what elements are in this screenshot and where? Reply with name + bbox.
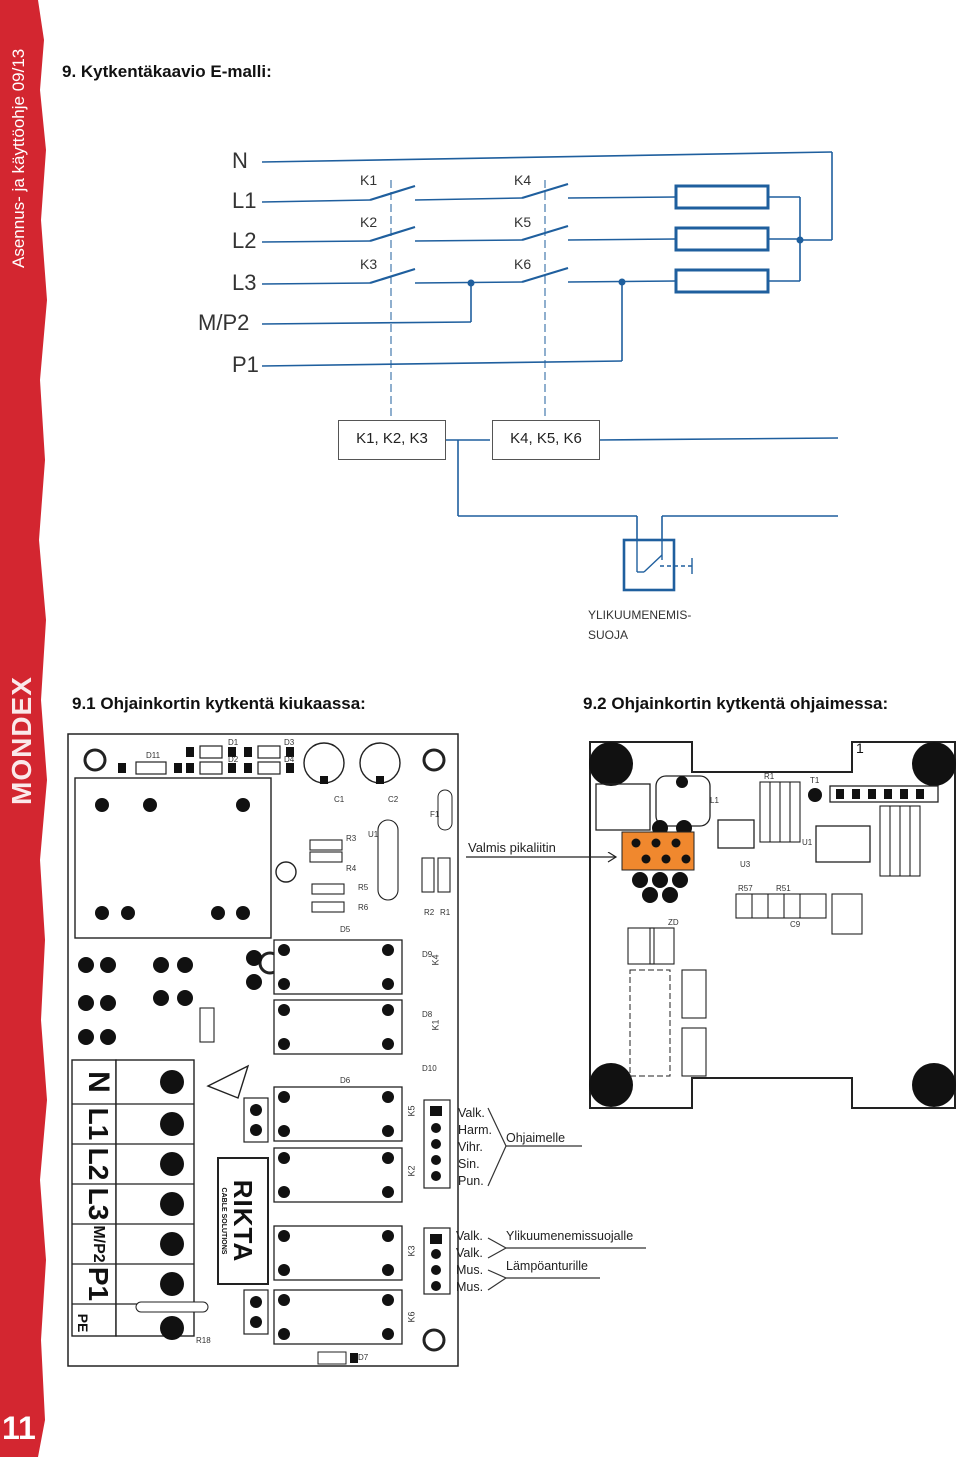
comp-label-d4: D4 — [284, 755, 295, 764]
comp-label-r6: R6 — [358, 903, 369, 912]
comp2-label-r1: R1 — [764, 772, 775, 781]
contact-label-k5: K5 — [514, 214, 532, 230]
comp2-label-zd: ZD — [668, 918, 679, 927]
section-9-title: 9. Kytkentäkaavio E-malli: — [62, 62, 272, 81]
protector-label-line2: SUOJA — [588, 628, 629, 642]
comp-label-d1: D1 — [228, 738, 239, 747]
wire-target-temperature-sensor: Lämpöanturille — [506, 1259, 588, 1273]
wire-label-a-1: Valk. — [458, 1106, 485, 1120]
coil-box-k4-k6: K4, K5, K6 — [492, 420, 600, 460]
section-9-1-title: 9.1 Ohjainkortin kytkentä kiukaassa: — [72, 694, 366, 713]
wire-label-a-2: Harm. — [458, 1123, 493, 1137]
page-number: 11 — [2, 1410, 36, 1446]
comp2-label-t1: T1 — [810, 776, 820, 785]
comp-label-c2: C2 — [388, 795, 399, 804]
comp2-label-u1: U1 — [802, 838, 813, 847]
line-label-p1: P1 — [232, 352, 259, 377]
comp2-label-u3: U3 — [740, 860, 751, 869]
protector-label-line1: YLIKUUMENEMIS- — [588, 608, 692, 622]
wire-target-controller: Ohjaimelle — [506, 1131, 566, 1145]
comp-label-j11: R18 — [196, 1336, 211, 1345]
wire-label-a-5: Pun. — [458, 1174, 484, 1188]
comp-label-r3: R3 — [346, 834, 357, 843]
comp-label-d5: D5 — [340, 925, 351, 934]
contact-label-k2: K2 — [360, 214, 378, 230]
wiring-diagram — [261, 151, 839, 592]
wire-label-b-2: Valk. — [456, 1246, 483, 1260]
quick-connector-label: Valmis pikaliitin — [468, 840, 556, 855]
comp-label-d6: D6 — [340, 1076, 351, 1085]
sidebar-torn-edge — [38, 0, 47, 1457]
comp-label-u1: U1 — [368, 830, 379, 839]
wire-label-a-4: Sin. — [458, 1157, 480, 1171]
contact-label-k3: K3 — [360, 256, 378, 272]
comp-label-d3: D3 — [284, 738, 295, 747]
line-label-mp2: M/P2 — [198, 310, 250, 335]
comp-label-d8: D8 — [422, 1010, 433, 1019]
wire-label-b-4: Mus. — [456, 1280, 484, 1294]
contact-label-k4: K4 — [514, 172, 532, 188]
comp-label-r5: R5 — [358, 883, 369, 892]
line-label-n: N — [232, 148, 248, 173]
contact-label-k1: K1 — [360, 172, 378, 188]
quick-connector-arrow — [466, 852, 618, 863]
line-label-l1: L1 — [232, 188, 257, 213]
comp-label-c1: C1 — [334, 795, 345, 804]
comp-label-f1: F1 — [430, 810, 440, 819]
wire-target-overheat-protector: Ylikuumenemissuojalle — [506, 1229, 634, 1243]
sidebar-band — [0, 0, 38, 1457]
wire-label-a-3: Vihr. — [458, 1140, 483, 1154]
wire-label-b-3: Mus. — [456, 1263, 484, 1277]
comp-label-d11: D11 — [146, 751, 161, 760]
section-9-2-title: 9.2 Ohjainkortin kytkentä ohjaimessa: — [583, 694, 889, 713]
contact-label-k6: K6 — [514, 256, 532, 272]
coil-box-k1-k3: K1, K2, K3 — [338, 420, 446, 460]
line-label-l2: L2 — [232, 228, 257, 253]
comp2-label-l1: L1 — [710, 796, 719, 805]
comp2-label-r51: R51 — [776, 884, 791, 893]
wire-label-b-1: Valk. — [456, 1229, 483, 1243]
comp-label-d10: D10 — [422, 1064, 437, 1073]
comp-label-d2: D2 — [228, 755, 239, 764]
pin-one-label: 1 — [856, 740, 864, 756]
comp2-label-r57: R57 — [738, 884, 753, 893]
line-label-l3: L3 — [232, 270, 257, 295]
comp-label-r4: R4 — [346, 864, 357, 873]
comp2-label-c9: C9 — [790, 920, 801, 929]
comp-label-r2: R2 — [424, 908, 435, 917]
comp-label-d7: D7 — [358, 1353, 369, 1362]
comp-label-d9: D9 — [422, 950, 433, 959]
comp-label-r1: R1 — [440, 908, 451, 917]
